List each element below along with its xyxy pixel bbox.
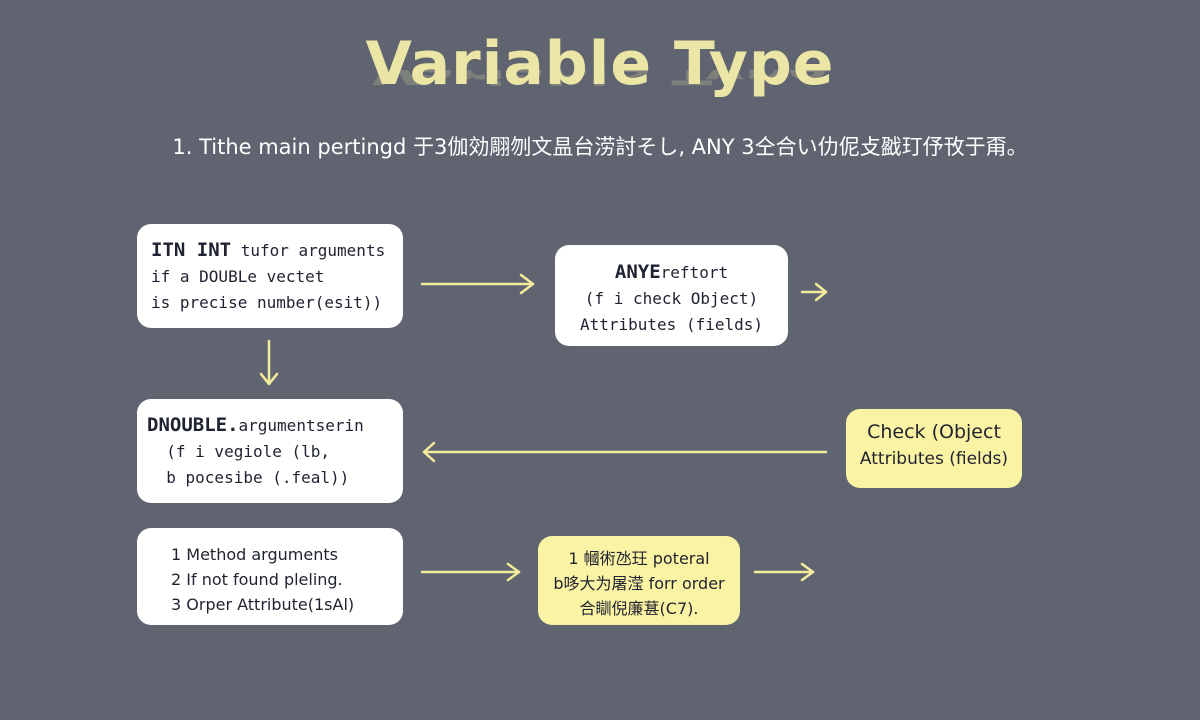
method-box: 1 Method arguments 2 If not found plelin…: [137, 528, 403, 625]
double-box-line-3: b pocesibe (.feal)): [147, 468, 350, 487]
int-box-line-2: if a DOUBLe vectet: [151, 267, 325, 286]
any-box-keyword: ANYE: [614, 261, 661, 283]
int-box: ITN INT tufor arguments if a DOUBLe vect…: [137, 224, 403, 328]
any-box-line-3: Attributes (fields): [579, 315, 764, 334]
double-box-line-2: (f i vegiole (lb,: [147, 442, 331, 461]
any-box-line-1-text: reftort: [660, 263, 729, 282]
arrow-int-to-any: [420, 273, 535, 295]
arrow-check-to-double: [422, 441, 828, 463]
double-box-keyword: DNOUBLE.: [147, 414, 239, 436]
arrow-priority-out: [753, 562, 815, 582]
int-box-keyword: ITN INT: [151, 239, 232, 261]
method-box-line-2: 2 If not found pleling.: [171, 570, 343, 589]
any-box-line-2: (f i check Object): [584, 289, 759, 308]
title-container: Variable Type: [0, 28, 1200, 100]
check-box: Check (Object Attributes (fields): [846, 409, 1022, 488]
double-box-line-1: DNOUBLE.argumentserin: [147, 412, 403, 439]
priority-box: 1 幗術氹玨 poteral b哆大为屠滢 forr order 合瞓倪廉葚(C…: [538, 536, 740, 625]
page-title: Variable Type: [365, 29, 835, 99]
int-box-line-1: ITN INT tufor arguments: [151, 237, 403, 264]
subtitle: 1. Tithe main pertingd 于3伽効翢刎文昷台涝討そし, AN…: [172, 135, 1028, 159]
double-box: DNOUBLE.argumentserin (f i vegiole (lb, …: [137, 399, 403, 503]
int-box-line-1-text: tufor arguments: [231, 241, 386, 260]
priority-box-line-3: 合瞓倪廉葚(C7).: [579, 599, 699, 618]
int-box-line-3: is precise number(esit)): [151, 293, 383, 312]
any-box-line-1: ANYEreftort: [555, 259, 788, 286]
any-box: ANYEreftort (f i check Object) Attribute…: [555, 245, 788, 346]
arrow-any-out: [800, 282, 828, 302]
priority-box-line-2: b哆大为屠滢 forr order: [553, 574, 725, 593]
double-box-line-1-text: argumentserin: [238, 416, 364, 435]
method-box-line-3: 3 Orper Attribute(1sAl): [171, 595, 355, 614]
priority-box-line-1: 1 幗術氹玨 poteral: [568, 549, 710, 568]
arrow-int-to-double: [259, 339, 279, 386]
method-box-line-1: 1 Method arguments: [171, 545, 338, 564]
check-box-line-1: Check (Object: [867, 421, 1001, 443]
check-box-line-2: Attributes (fields): [859, 449, 1009, 469]
arrow-method-to-priority: [420, 562, 521, 582]
